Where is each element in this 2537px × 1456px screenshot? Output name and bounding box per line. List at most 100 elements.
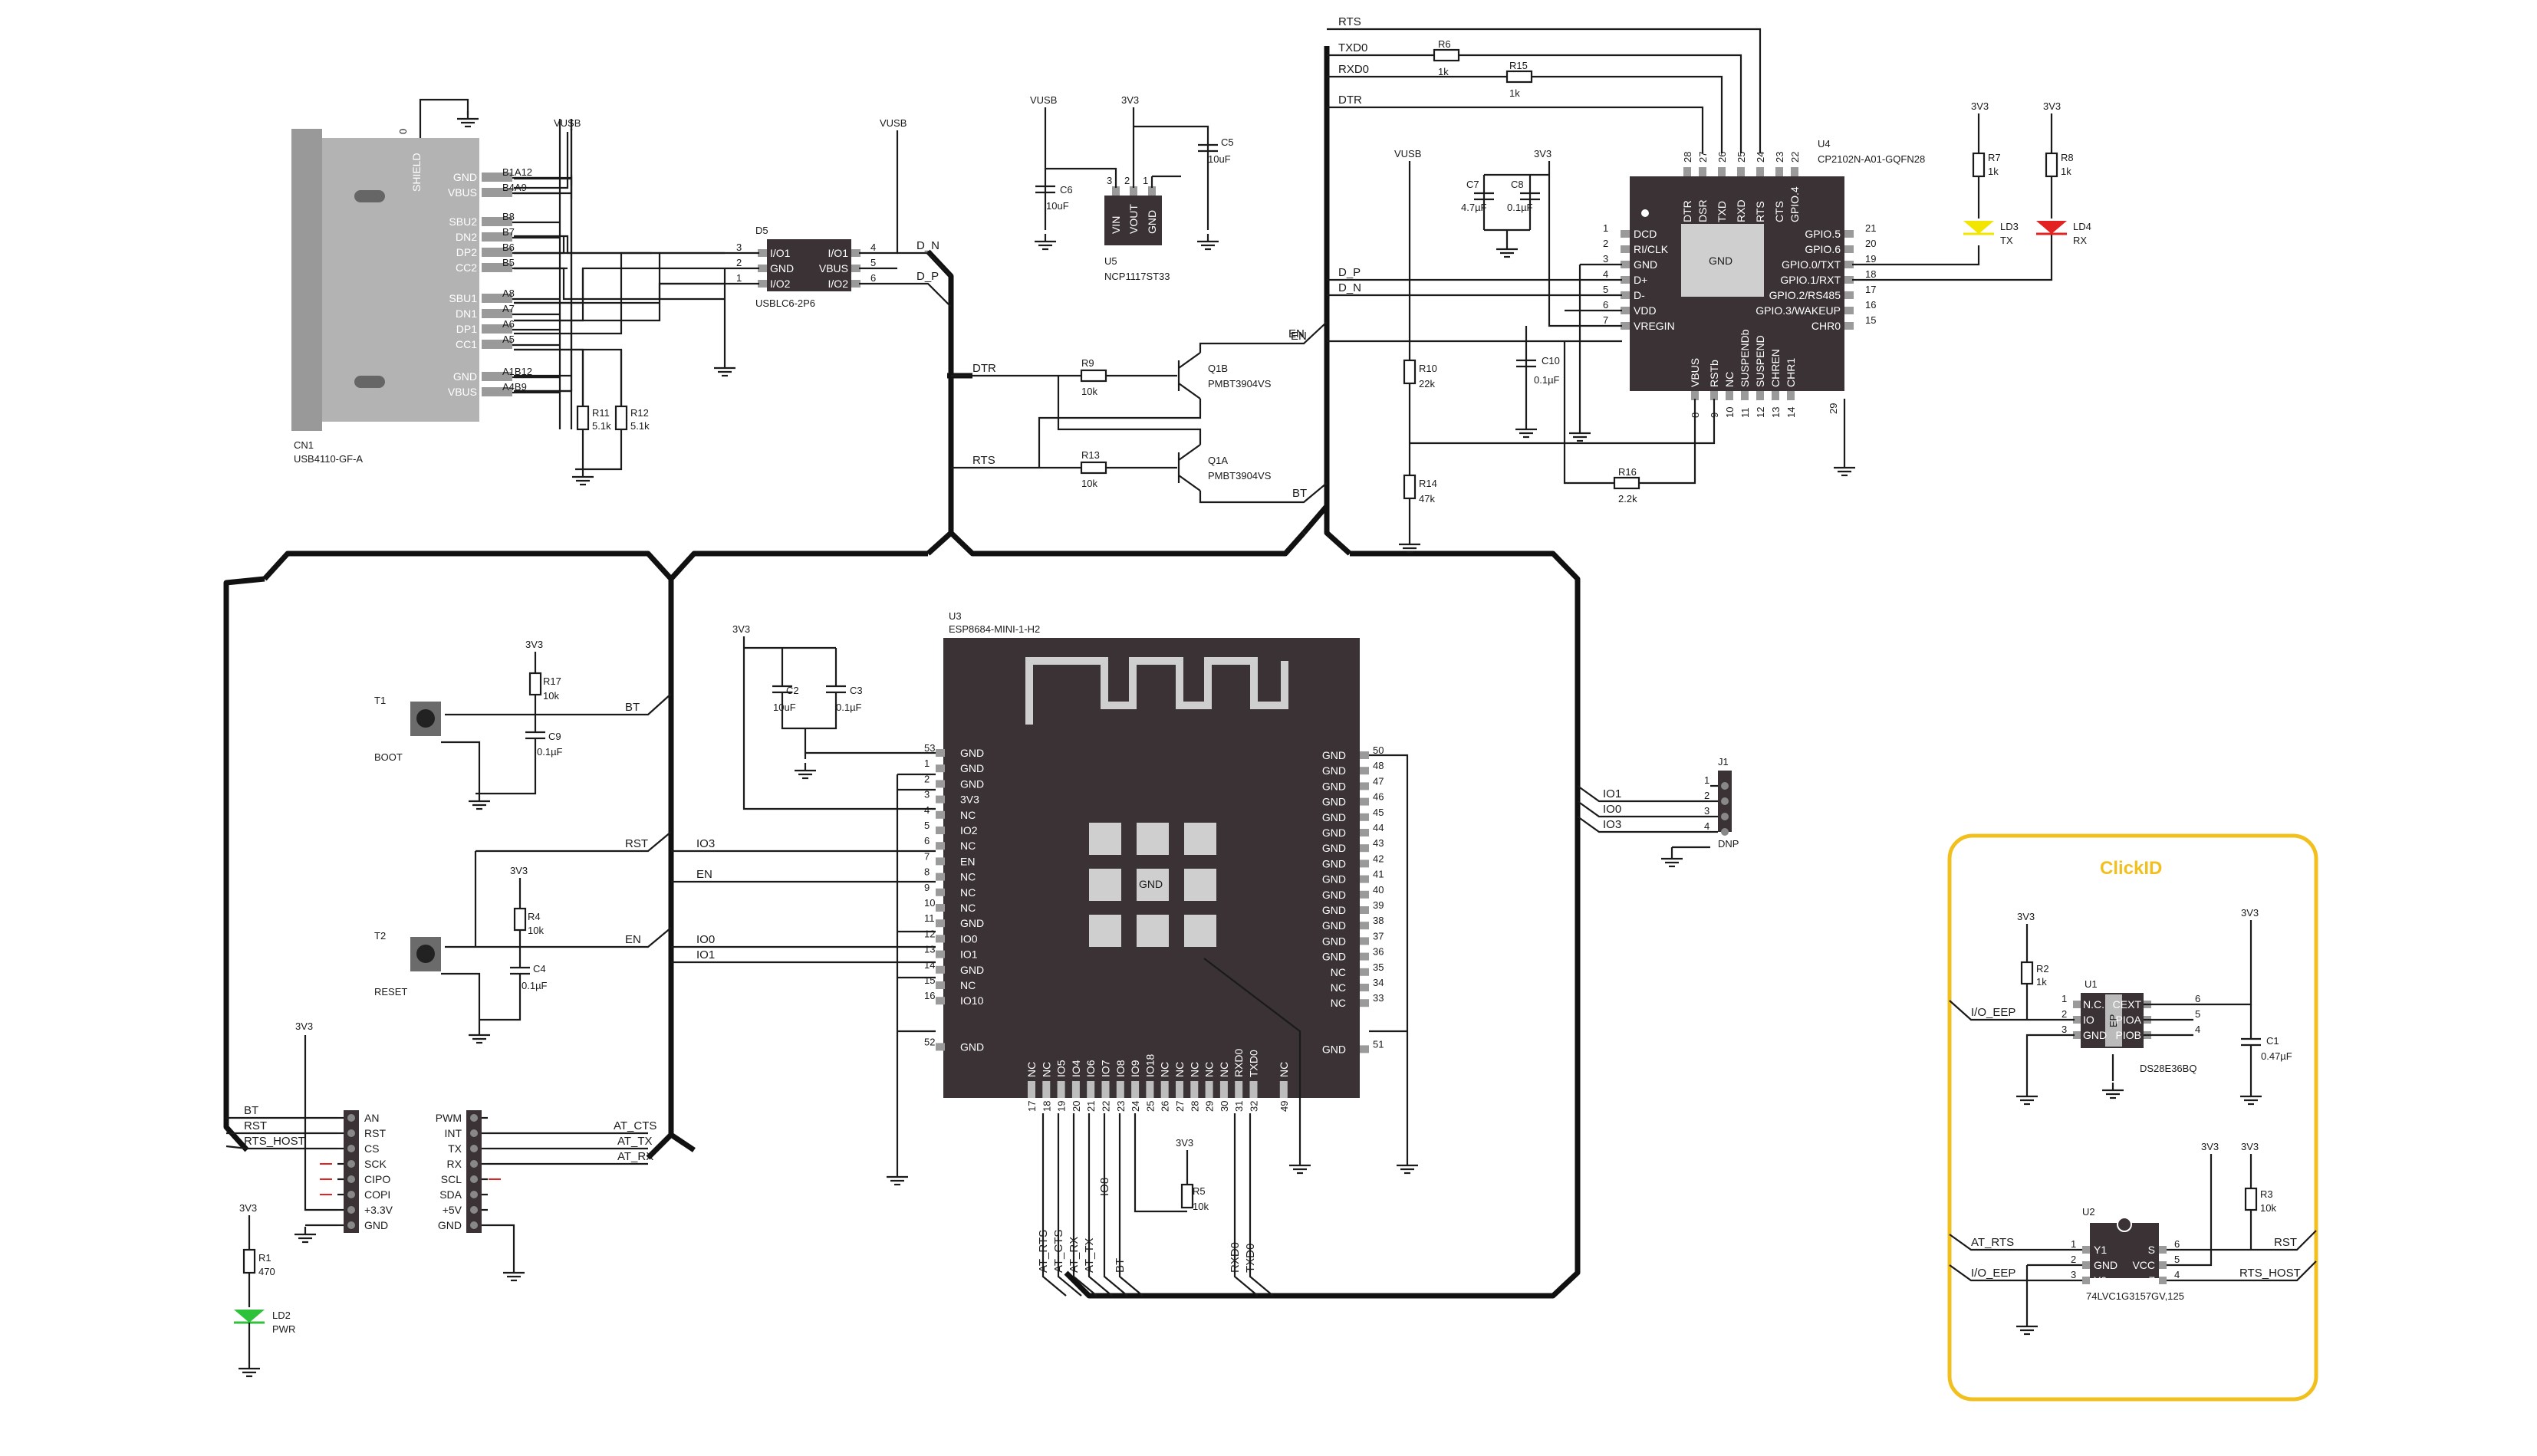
- u4-ref: U4: [1818, 138, 1831, 150]
- u4-right-pin: GPIO.0/TXT: [1782, 258, 1841, 271]
- u1-right-pin: CEXT: [2113, 998, 2142, 1011]
- u3-bottom-pin: NC: [1203, 1062, 1216, 1077]
- u3-bottom-num: 18: [1041, 1101, 1052, 1112]
- u3-left-pad: [936, 795, 945, 804]
- u4-left-pin: D-: [1634, 289, 1645, 301]
- u3-right-num: 40: [1373, 884, 1384, 896]
- mb-right-dot: [470, 1221, 478, 1229]
- c8-ref: C8: [1511, 179, 1524, 190]
- io3-j1-label: IO3: [1603, 818, 1621, 831]
- usb-ref: CN1: [294, 439, 314, 451]
- en-q-label: EN: [1291, 330, 1307, 343]
- u3-bottom-pin: IO5: [1055, 1060, 1068, 1077]
- usb-pin-label: CC1: [456, 338, 477, 350]
- u3-bottom-pad: [1205, 1081, 1213, 1098]
- u4-bottom-pin: SUSPEND: [1754, 335, 1766, 387]
- u2-right-pin: Z: [2148, 1274, 2155, 1287]
- u3-right-num: 44: [1373, 822, 1384, 833]
- r15-ref: R15: [1509, 60, 1528, 71]
- u1-right-num: 5: [2195, 1008, 2200, 1020]
- d5-left-pin: I/O1: [770, 247, 791, 259]
- u3-bottom-pad: [1160, 1081, 1169, 1098]
- u2-right-num: 4: [2174, 1269, 2180, 1280]
- t2-val: RESET: [374, 986, 407, 998]
- d5-right-num: 5: [870, 257, 876, 268]
- u3-bottom-pin: NC: [1188, 1062, 1200, 1077]
- mb-right-dot: [470, 1191, 478, 1198]
- v33-u5-label: 3V3: [1121, 94, 1139, 106]
- usb-pin-pad: [482, 324, 512, 334]
- v33-c1-label: 3V3: [2241, 907, 2259, 919]
- q1a-ref: Q1A: [1208, 455, 1228, 466]
- c8-val: 0.1µF: [1507, 202, 1533, 213]
- ld3-val: TX: [2000, 235, 2013, 246]
- u3-left-pad: [936, 780, 945, 788]
- u2-left-pin: GND: [2094, 1259, 2117, 1271]
- u3-left-pad: [936, 950, 945, 958]
- r8-ref: R8: [2061, 152, 2074, 163]
- t1-ref: T1: [374, 695, 386, 706]
- u5-num: 3: [1107, 175, 1112, 186]
- u4-left-pad: [1621, 291, 1630, 299]
- u4-top-pad: [1683, 167, 1691, 176]
- mb-net-rtshost: RTS_HOST: [244, 1135, 305, 1148]
- u3-bottom-pin: IO4: [1070, 1060, 1082, 1077]
- u4-left-num: 1: [1603, 222, 1608, 234]
- u3-bottom-num: 31: [1233, 1101, 1245, 1112]
- u3-right-pad: [1360, 890, 1369, 899]
- u3-right-num: 46: [1373, 791, 1384, 803]
- d5-right-pad: [851, 265, 860, 272]
- u5-pin: GND: [1146, 210, 1158, 234]
- u3-left-num: 16: [924, 990, 935, 1001]
- r4-val: 10k: [528, 925, 544, 936]
- j1-val: DNP: [1718, 838, 1739, 850]
- u4-top-num: 22: [1789, 152, 1801, 163]
- rst-u2-label: RST: [2274, 1236, 2297, 1249]
- u4-bottom-pad: [1787, 391, 1795, 400]
- u3-right-pin: GND: [1322, 780, 1346, 792]
- u3-left-num: 5: [924, 820, 930, 831]
- u1-part: DS28E36BQ: [2140, 1063, 2196, 1074]
- u4-right-num: 16: [1865, 299, 1876, 311]
- r6-ref: R6: [1438, 38, 1451, 50]
- at-rts-u2-label: AT_RTS: [1971, 1236, 2014, 1249]
- c10-ref: C10: [1542, 355, 1560, 366]
- u4-left-pin: D+: [1634, 274, 1647, 286]
- u5-pad: [1148, 186, 1156, 196]
- r9-ref: R9: [1081, 357, 1094, 369]
- u4-top-pin: GPIO.4: [1788, 186, 1801, 222]
- u1-left-num: 2: [2062, 1008, 2067, 1020]
- io1-u3-label: IO1: [696, 948, 715, 961]
- u2-left-pad: [2082, 1246, 2090, 1254]
- usb-wiring: [514, 119, 725, 486]
- c6-ref: C6: [1060, 184, 1073, 196]
- u3-ref: U3: [949, 610, 962, 622]
- u3-left-pad: [936, 935, 945, 943]
- u3-bottom-num: 29: [1204, 1101, 1216, 1112]
- usb-pad-label: A6: [502, 318, 515, 330]
- usb-pin-pad: [482, 188, 512, 197]
- u3-bottom-pad: [1146, 1081, 1154, 1098]
- d5-right-pin: I/O1: [828, 247, 849, 259]
- u4-right-num: 15: [1865, 314, 1876, 326]
- u3-left-pin: 3V3: [960, 794, 979, 806]
- v33-u3-label: 3V3: [732, 623, 750, 635]
- mb-left-label: CIPO: [364, 1173, 390, 1185]
- c9-val: 0.1µF: [537, 746, 563, 758]
- u3-left-num: 6: [924, 835, 930, 846]
- boot-reset: 3V3 R17 10k BT C9 0.1µF T1 BOOT RST 3V3 …: [374, 639, 672, 1044]
- u3-right-pin: GND: [1322, 811, 1346, 823]
- mikrobus-headers: ANRSTCSSCKCIPOCOPI+3.3VGNDPWMINTTXRXSCLS…: [225, 1021, 656, 1378]
- u3-thermal-pad: [1137, 869, 1169, 901]
- r6-val: 1k: [1438, 66, 1449, 77]
- ld3-ref: LD3: [2000, 221, 2019, 232]
- r11-val: 5.1k: [592, 420, 611, 432]
- u4-bottom-pad: [1691, 391, 1699, 400]
- t1-val: BOOT: [374, 751, 403, 763]
- u4-left-pad: [1621, 322, 1630, 330]
- u3-left-num: 52: [924, 1036, 935, 1047]
- u1-left-pad: [2073, 1031, 2081, 1039]
- u2-right-num: 5: [2174, 1254, 2180, 1265]
- u3-left-pad: [936, 997, 945, 1005]
- j1-ref: J1: [1718, 756, 1729, 767]
